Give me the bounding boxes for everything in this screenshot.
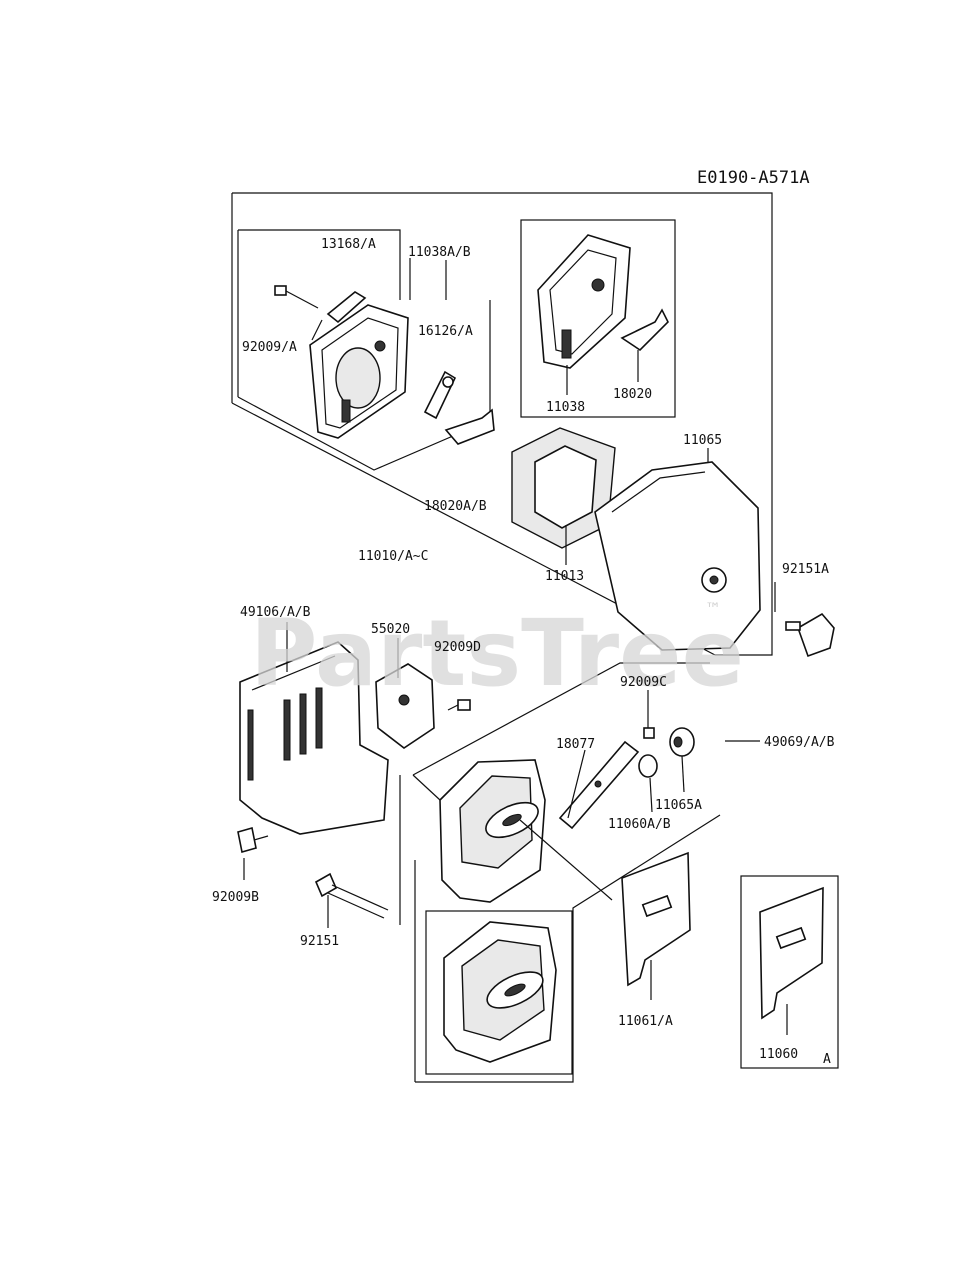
cap-11065a-drawing	[669, 727, 695, 793]
shield-11060-drawing	[759, 886, 824, 1035]
watermark-trademark: ™	[705, 599, 721, 618]
bolt-92009b-drawing	[237, 826, 269, 854]
muffler-drawing	[439, 759, 613, 903]
muffler-cover-49106-drawing	[239, 641, 389, 835]
label-18020ab[interactable]: 18020A/B	[424, 499, 487, 514]
bracket-18020-drawing	[620, 308, 669, 352]
lever-16126-drawing	[423, 370, 457, 420]
label-49106[interactable]: 49106/A/B	[240, 605, 311, 620]
bolt-92009c-drawing	[643, 690, 655, 739]
label-92009c[interactable]: 92009C	[620, 675, 667, 690]
bolt-92009a-drawing	[274, 285, 319, 309]
label-11065[interactable]: 11065	[683, 433, 722, 448]
label-49069[interactable]: 49069/A/B	[764, 735, 835, 750]
label-92009d[interactable]: 92009D	[434, 640, 481, 655]
case-subassembly-frame	[238, 229, 401, 300]
case-11038-drawing	[537, 234, 631, 369]
label-11010[interactable]: 11010/A~C	[358, 549, 428, 564]
protector-55020-drawing	[375, 663, 435, 749]
shield-11061-drawing	[621, 851, 691, 1000]
label-16126a[interactable]: 16126/A	[418, 324, 473, 339]
muffler-frame	[412, 662, 710, 776]
label-11065a[interactable]: 11065A	[655, 798, 702, 813]
label-92009b[interactable]: 92009B	[212, 890, 259, 905]
label-92151[interactable]: 92151	[300, 934, 339, 949]
bracket-13168-drawing	[326, 291, 367, 324]
leader-lines	[243, 258, 776, 880]
label-11060[interactable]: 11060	[759, 1047, 798, 1062]
filter-11013-drawing	[511, 427, 616, 549]
label-13168a[interactable]: 13168/A	[321, 237, 376, 252]
muffler-inset-drawing	[443, 921, 557, 1063]
case-inset-frame	[520, 219, 676, 418]
bracket-18020ab-drawing	[444, 408, 495, 445]
spark-arrester-18077-drawing	[558, 740, 640, 830]
label-11061a[interactable]: 11061/A	[618, 1014, 673, 1029]
label-11038ab[interactable]: 11038A/B	[408, 245, 471, 260]
cover-11065-drawing	[594, 461, 761, 651]
bolt-92009d-drawing	[447, 699, 471, 711]
diagram-reference-code: E0190-A571A	[697, 168, 810, 188]
label-18020[interactable]: 18020	[613, 387, 652, 402]
muffler-inset-frame	[425, 910, 573, 1075]
label-variant-a: A	[823, 1052, 831, 1067]
label-11013[interactable]: 11013	[545, 569, 584, 584]
case-11038ab-drawing	[309, 260, 447, 439]
variant-a-frame	[740, 875, 839, 1069]
label-92009a[interactable]: 92009/A	[242, 340, 297, 355]
knob-92151a-drawing	[785, 612, 835, 658]
label-11038[interactable]: 11038	[546, 400, 585, 415]
air-cleaner-assembly-frame	[232, 192, 773, 656]
label-11060ab[interactable]: 11060A/B	[608, 817, 671, 832]
watermark: PartsTree	[250, 600, 744, 707]
label-92151a[interactable]: 92151A	[782, 562, 829, 577]
label-55020[interactable]: 55020	[371, 622, 410, 637]
label-18077[interactable]: 18077	[556, 737, 595, 752]
bolt-92151-drawing	[314, 872, 389, 928]
gasket-11060ab-drawing	[638, 754, 658, 813]
